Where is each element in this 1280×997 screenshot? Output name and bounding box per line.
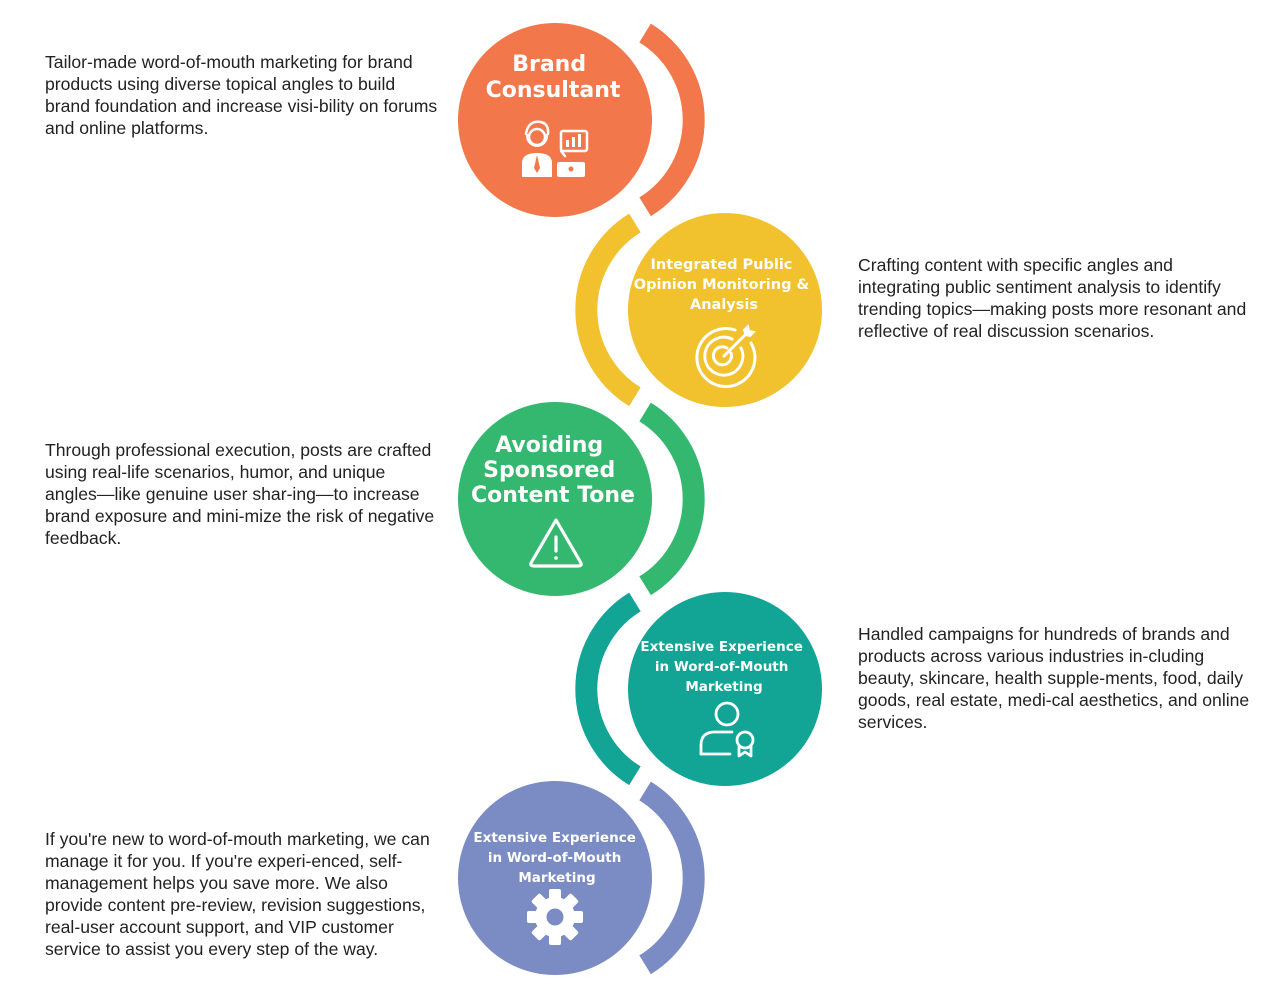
step-3-title: Avoiding Sponsored Content Tone <box>471 433 635 508</box>
step-1-description: Tailor-made word-of-mouth marketing for … <box>45 52 438 138</box>
step-5-description: If you're new to word-of-mouth marketing… <box>45 829 430 959</box>
step-2-arc <box>575 213 641 407</box>
gear-icon <box>527 889 583 945</box>
step-5-title: Extensive Experience in Word-of-Mouth Ma… <box>473 830 640 886</box>
step-1-arc <box>639 23 705 217</box>
step-5-arc <box>639 781 705 975</box>
step-1-circle <box>458 23 652 217</box>
step-5-circle <box>458 781 652 975</box>
step-2-title: Integrated Public Opinion Monitoring & A… <box>634 257 814 313</box>
consultant-icon <box>522 120 589 177</box>
step-1-title: Brand Consultant <box>486 52 621 103</box>
step-3-circle <box>458 402 652 596</box>
step-3-arc <box>639 402 705 596</box>
step-4-circle <box>628 592 822 786</box>
step-4-description: Handled campaigns for hundreds of brands… <box>858 624 1250 732</box>
certified-user-icon <box>699 701 755 758</box>
step-2-description: Crafting content with specific angles an… <box>858 255 1247 341</box>
step-4-title: Extensive Experience in Word-of-Mouth Ma… <box>640 639 807 695</box>
step-4-arc <box>575 592 641 786</box>
step-2-circle <box>628 213 822 407</box>
step-3-description: Through professional execution, posts ar… <box>45 440 435 548</box>
warning-icon <box>529 518 583 568</box>
target-icon <box>695 323 757 388</box>
